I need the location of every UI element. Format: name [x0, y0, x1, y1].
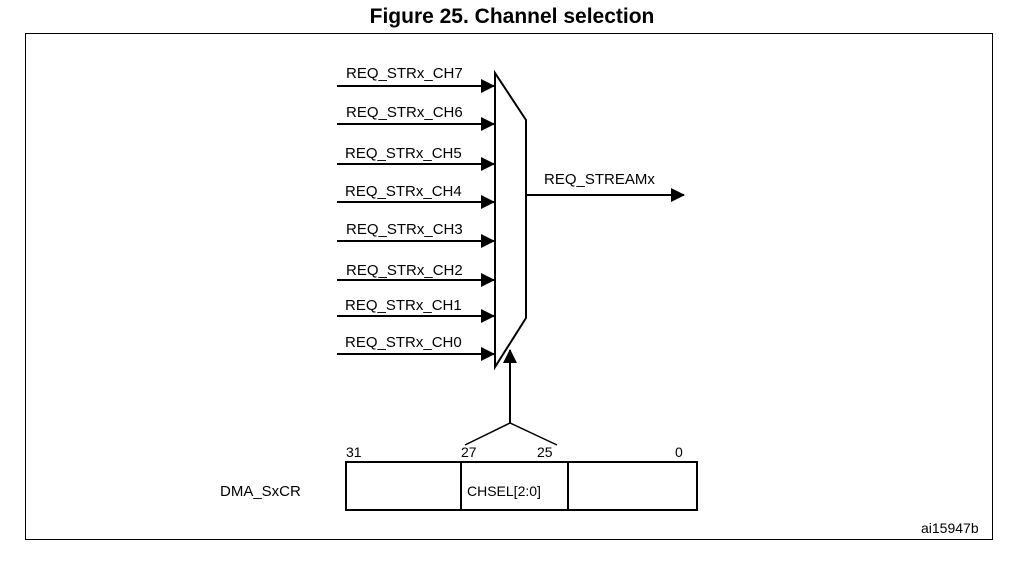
multiplexer-shape — [494, 69, 527, 371]
output-label: REQ_STREAMx — [544, 171, 655, 188]
bit-label-27: 27 — [461, 444, 477, 460]
register-name: DMA_SxCR — [220, 483, 301, 500]
input-label-ch6: REQ_STRx_CH6 — [346, 104, 463, 121]
input-label-ch3: REQ_STRx_CH3 — [346, 221, 463, 238]
register-field-label: CHSEL[2:0] — [467, 483, 541, 499]
bit-label-25: 25 — [537, 444, 553, 460]
bit-label-0: 0 — [675, 444, 683, 460]
figure-reference-id: ai15947b — [921, 520, 979, 536]
input-label-ch5: REQ_STRx_CH5 — [345, 145, 462, 162]
bit-label-31: 31 — [346, 444, 362, 460]
register-box — [345, 461, 698, 511]
figure-title: Figure 25. Channel selection — [369, 5, 655, 28]
input-label-ch2: REQ_STRx_CH2 — [346, 262, 463, 279]
mux-input-arrows — [337, 79, 495, 361]
mux-input-labels: REQ_STRx_CH7 REQ_STRx_CH6 REQ_STRx_CH5 R… — [345, 65, 463, 351]
input-label-ch7: REQ_STRx_CH7 — [346, 65, 463, 82]
input-label-ch1: REQ_STRx_CH1 — [345, 297, 462, 314]
figure-frame — [25, 33, 993, 540]
input-label-ch4: REQ_STRx_CH4 — [345, 183, 462, 200]
select-bracket — [464, 422, 558, 446]
input-label-ch0: REQ_STRx_CH0 — [345, 334, 462, 351]
